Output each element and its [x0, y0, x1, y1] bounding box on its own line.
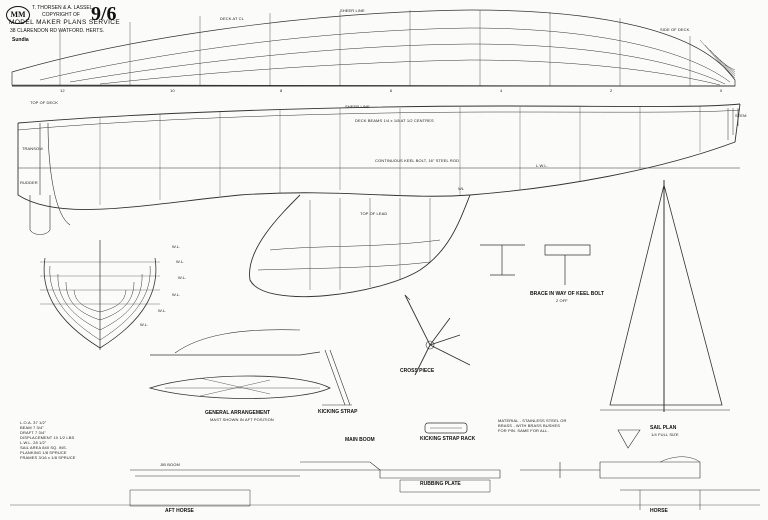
copyright-note: COPYRIGHT OF [42, 12, 80, 18]
particular-item: L.W.L. 28 1/2" [20, 440, 47, 445]
profile-label-lwl: L.W.L. [536, 163, 548, 168]
brace-caption: BRACE IN WAY OF KEEL BOLT [530, 291, 604, 297]
profile-label-wl: WL [458, 186, 465, 191]
cross-piece-caption: CROSS PIECE [400, 368, 435, 374]
profile-label-transom: TRANSOM [22, 146, 43, 151]
sail-plan-scale: 1/4 FULL SIZE [651, 432, 679, 437]
material-note-line: MATERIAL - STAINLESS STEEL OR [498, 418, 567, 423]
section-number: 2 [610, 88, 613, 93]
body-plan-station: W.L. [140, 322, 149, 327]
kicking-strap-rack-caption: KICKING STRAP RACK [420, 436, 476, 442]
material-note-line: FOR PIN. SAME FOR ALL. [498, 428, 549, 433]
cross-piece-detail [404, 294, 471, 376]
design-name: Sundia [12, 37, 29, 43]
mm-logo: MM [6, 6, 30, 24]
general-arrangement-caption: GENERAL ARRANGEMENT [205, 410, 271, 416]
profile-label-rudder: RUDDER [20, 180, 38, 185]
aft-horse-caption: AFT HORSE [165, 508, 194, 514]
particular-item: PLANKING 1/8 SPRUCE [20, 450, 67, 455]
particular-item: L.O.A. 37 1/2" [20, 420, 47, 425]
general-arrangement [148, 329, 331, 399]
profile-label-sheer: SHEER LINE [345, 104, 370, 109]
body-plan-station: W.L. [172, 244, 181, 249]
particular-item: FRAMES 3/16 x 1/8 SPRUCE [20, 455, 76, 460]
deck-plan-label-deck: DECK AT CL [220, 16, 244, 21]
brace-count: 2 OFF [556, 298, 568, 303]
jib-boom-label: JIB BOOM [160, 462, 180, 467]
section-number: 0 [720, 88, 723, 93]
body-plan-station: W.L. [176, 259, 185, 264]
authors: T. THORSEN & A. LASSEL [32, 5, 93, 11]
publisher-address: 38 CLARENDON RD WATFORD. HERTS. [10, 28, 105, 34]
deck-plan-label-sheer: SHEER LINE [340, 8, 365, 13]
section-number: 6 [390, 88, 393, 93]
kicking-strap-caption: KICKING STRAP [318, 409, 358, 415]
rubbing-plate-caption: RUBBING PLATE [420, 481, 461, 487]
section-number: 10 [170, 88, 175, 93]
bottom-fittings [10, 456, 760, 510]
particulars-list: L.O.A. 37 1/2" BEAM 7 3/4" DRAFT 7 3/4" … [20, 420, 76, 460]
particular-item: SAIL AREA 840 SQ. INS. [20, 445, 67, 450]
general-arrangement-subcaption: MAST SHOWN IN AFT POSITION [210, 417, 274, 422]
particular-item: BEAM 7 3/4" [20, 425, 44, 430]
publisher-name: MODEL MAKER PLANS SERVICE [9, 19, 121, 26]
kicking-strap-rack-detail [424, 422, 468, 434]
body-plan-station: W.L. [158, 308, 167, 313]
brace-detail [480, 244, 591, 285]
section-number: 12 [60, 88, 65, 93]
body-plan [40, 240, 160, 350]
profile-label-deck-beams: DECK BEAMS 1/4 x 1/8 AT 1/2 CENTRES [355, 118, 434, 123]
main-boom-caption: MAIN BOOM [345, 437, 375, 443]
particular-item: DRAFT 7 3/4" [20, 430, 46, 435]
profile-label-top-deck: TOP OF DECK [30, 100, 59, 105]
profile-view [17, 103, 741, 298]
particular-item: DISPLACEMENT 10 1/2 LBS [20, 435, 75, 440]
material-note-line: BRASS - WITH BRASS BUSHES [498, 423, 561, 428]
deck-plan [11, 9, 736, 87]
section-number: 8 [280, 88, 283, 93]
sail-plan [600, 180, 730, 449]
deck-plan-label-side: SIDE OF DECK [660, 27, 690, 32]
sail-plan-caption: SAIL PLAN [650, 425, 677, 431]
kicking-strap-detail [322, 349, 352, 406]
profile-label-keel-bolt: CONTINUOUS KEEL BOLT, 16" STEEL ROD [375, 158, 460, 163]
body-plan-station: W.L. [178, 275, 187, 280]
profile-label-stem: STEM [735, 113, 747, 118]
section-number: 4 [500, 88, 503, 93]
plan-number: 9/6 [91, 3, 117, 25]
body-plan-station: W.L. [172, 292, 181, 297]
horse-caption: HORSE [650, 508, 668, 514]
material-note: MATERIAL - STAINLESS STEEL OR BRASS - WI… [498, 418, 566, 433]
profile-label-top-of-lead: TOP OF LEAD [360, 211, 388, 216]
